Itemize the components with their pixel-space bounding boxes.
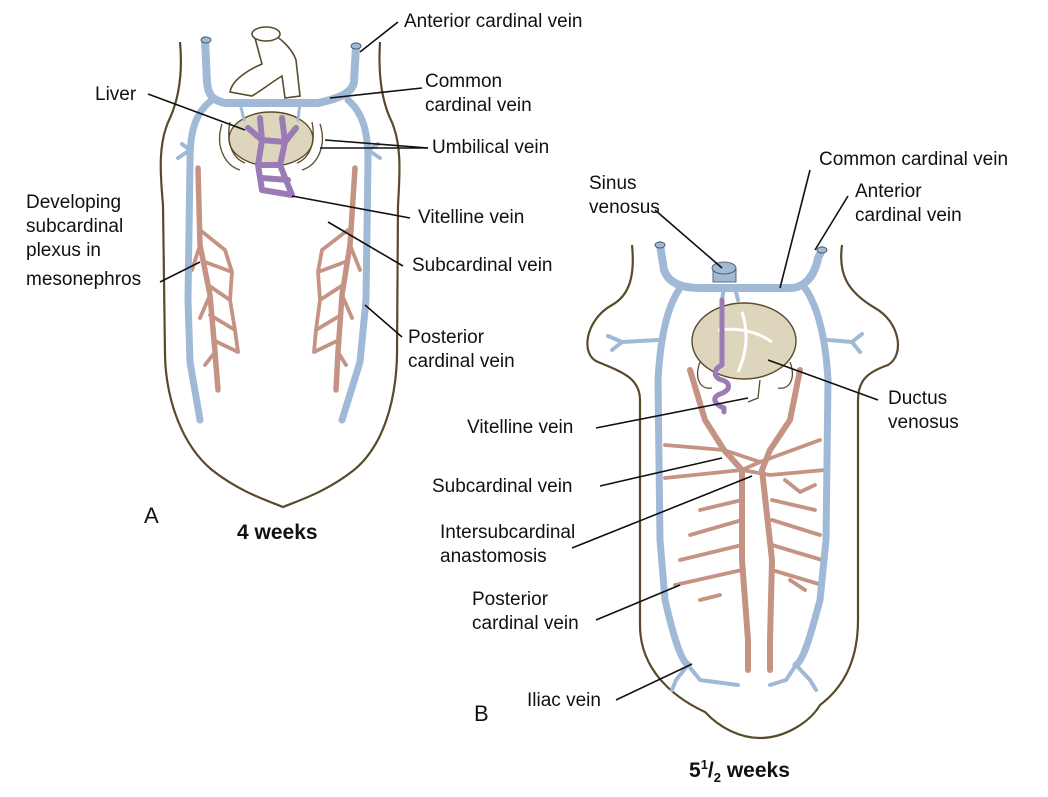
label-anterior-cardinal-vein-b-line1: Anterior [855,181,922,202]
label-posterior-cardinal-vein-b-line1: Posterior [472,589,549,610]
panel-b-body-outline [586,244,900,740]
label-posterior-cardinal-vein-a-line1: Posterior [408,327,485,348]
panel-a-vitelline-network [245,115,299,198]
panel-a-letter: A [144,503,159,528]
label-developing-line2: subcardinal [26,216,124,237]
panel-b-cardinal-veins [606,241,864,692]
panel-b-vitelline-vein [712,297,731,415]
panel-b-caption-sup: 1 [700,757,708,772]
panel-b-caption-main: 5 [689,759,701,782]
label-liver: Liver [95,84,137,105]
panel-b-caption: 51/2 weeks [689,757,790,785]
panel-a-heart-tube [229,31,301,99]
label-common-cardinal-vein-a-line1: Common [425,71,503,92]
label-common-cardinal-vein-a-line2: cardinal vein [425,95,532,116]
label-developing-line3: plexus in [26,240,101,261]
panel-b-caption-sub: 2 [713,770,721,786]
label-developing-line4: mesonephros [26,269,142,290]
panel-b-subcardinal-network [663,367,827,673]
panel-b-letter: B [474,701,489,726]
panel-a-cardinal-veins [176,36,382,424]
label-posterior-cardinal-vein-b-line2: cardinal vein [472,613,579,634]
panel-b-leaders [571,169,879,701]
label-anterior-cardinal-vein-b-line2: cardinal vein [855,205,962,226]
label-ductus-venosus-line2: venosus [888,412,959,433]
label-sinus-venosus-line2: venosus [589,197,660,218]
label-ductus-venosus-line1: Ductus [888,388,948,409]
label-subcardinal-vein-b: Subcardinal vein [432,476,573,497]
label-umbilical-vein: Umbilical vein [432,137,550,158]
label-subcardinal-vein-a: Subcardinal vein [412,255,553,276]
label-posterior-cardinal-vein-a-line2: cardinal vein [408,351,515,372]
label-developing-line1: Developing [26,192,122,213]
label-anterior-cardinal-vein-a: Anterior cardinal vein [404,11,583,32]
label-sinus-venosus-line1: Sinus [589,173,637,194]
panel-a-leaders [147,21,429,338]
label-iliac-vein: Iliac vein [527,690,601,711]
panel-b-caption-slash: / [707,759,714,782]
panel-a-subcardinal-plexus [190,165,362,393]
label-vitelline-vein-a: Vitelline vein [418,207,525,228]
panel-b-caption-rest: weeks [721,759,790,782]
label-intersubcardinal-line2: anastomosis [440,546,547,567]
panel-b-embryo [571,169,900,740]
panel-a-body-outline [159,41,401,509]
panel-a-embryo [147,21,429,509]
panel-a-caption: 4 weeks [237,521,318,544]
label-vitelline-vein-b: Vitelline vein [467,417,574,438]
label-intersubcardinal-line1: Intersubcardinal [440,522,576,543]
label-common-cardinal-vein-b: Common cardinal vein [819,149,1009,170]
